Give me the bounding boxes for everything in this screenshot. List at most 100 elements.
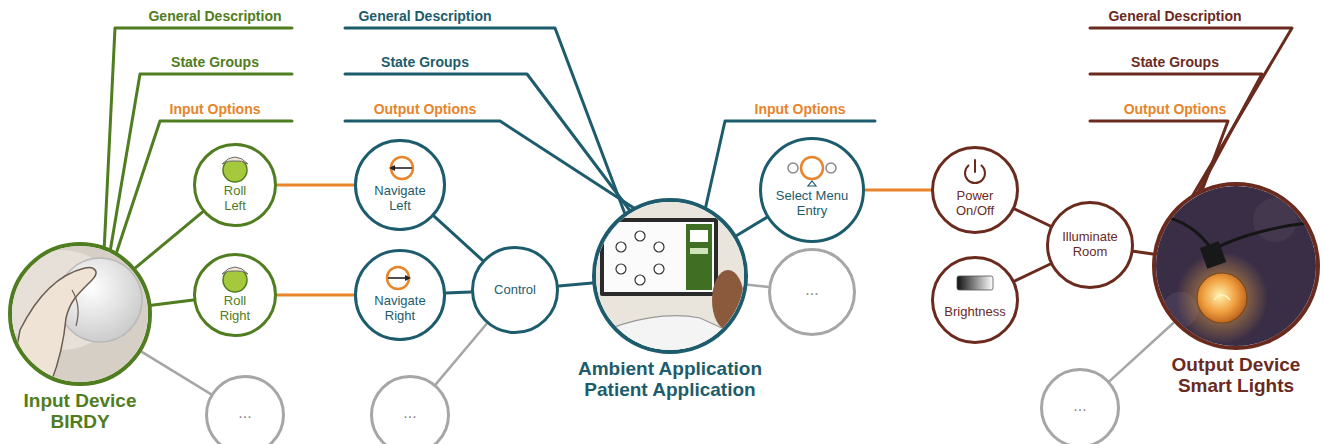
connector-line bbox=[277, 183, 354, 186]
menu-ring bbox=[616, 231, 664, 285]
node-label: ... bbox=[805, 281, 818, 299]
node-label: Roll Right bbox=[215, 294, 255, 324]
finger-line bbox=[72, 290, 78, 326]
bed bbox=[596, 316, 748, 360]
roll-left-icon bbox=[222, 157, 248, 182]
output-device-circle: Output Device Smart Lights bbox=[1152, 182, 1320, 350]
connector-line bbox=[1015, 264, 1051, 281]
arrow-shaft bbox=[393, 167, 412, 169]
bulb-glow bbox=[1176, 252, 1268, 344]
bulb bbox=[1197, 273, 1247, 323]
filament bbox=[1214, 295, 1230, 300]
label-anchor: Input Options bbox=[170, 100, 261, 118]
hand-icon bbox=[222, 267, 248, 274]
power-arc bbox=[965, 166, 985, 184]
ball-icon bbox=[223, 268, 247, 292]
leader-label: State Groups bbox=[171, 54, 259, 70]
connector-line bbox=[277, 293, 354, 296]
connector-line bbox=[737, 218, 767, 236]
focus-ring bbox=[387, 267, 409, 289]
focus-ring bbox=[391, 157, 413, 179]
connector-line bbox=[446, 292, 471, 293]
arrow-shaft bbox=[388, 277, 407, 279]
photo-ground bbox=[590, 196, 750, 356]
cord bbox=[1150, 212, 1212, 250]
birdy-ball bbox=[58, 258, 142, 342]
photo-ground bbox=[1150, 180, 1324, 360]
node-label: Navigate Left bbox=[368, 184, 432, 214]
arrow-head bbox=[405, 275, 411, 281]
node-label: Control bbox=[494, 283, 536, 298]
leader-line bbox=[104, 28, 292, 252]
state-group-circle: Control bbox=[471, 246, 559, 334]
application-circle: Ambient Application Patient Application bbox=[592, 198, 748, 354]
leader-label: Output Options bbox=[374, 101, 477, 117]
node-label: Illuminate Room bbox=[1055, 230, 1125, 260]
connector-line bbox=[865, 188, 931, 191]
roll-right-icon bbox=[222, 267, 248, 292]
connector-line bbox=[1110, 323, 1174, 382]
connector-line bbox=[151, 300, 193, 305]
leader-label: Input Options bbox=[170, 101, 261, 117]
hand bbox=[10, 268, 96, 385]
brightness-icon bbox=[957, 276, 993, 290]
label-anchor: Output Options bbox=[1124, 100, 1227, 118]
photo-light bbox=[0, 250, 120, 350]
leader-line bbox=[1090, 28, 1292, 200]
input-device-circle: Input Device BIRDY bbox=[8, 242, 152, 386]
arrow-head bbox=[389, 165, 395, 171]
output-option-circle: Navigate Left bbox=[354, 139, 445, 230]
focus-ring bbox=[801, 157, 823, 179]
state-group-circle: Illuminate Room bbox=[1046, 201, 1134, 289]
connector-line bbox=[436, 324, 487, 385]
tv-frame bbox=[600, 218, 718, 296]
tv-screen bbox=[604, 222, 714, 292]
node-heading: Input Device BIRDY bbox=[5, 391, 155, 433]
input-option-circle: Roll Right bbox=[193, 253, 277, 337]
more-circle: ... bbox=[205, 375, 285, 444]
label-anchor: General Description bbox=[1108, 7, 1241, 25]
leader-line bbox=[110, 74, 292, 252]
menu-icon bbox=[635, 275, 645, 285]
label-anchor: Input Options bbox=[755, 100, 846, 118]
label-anchor: State Groups bbox=[381, 53, 469, 71]
node-heading: Ambient Application Patient Application bbox=[565, 359, 775, 401]
more-circle: ... bbox=[768, 248, 856, 336]
menu-dot bbox=[826, 163, 836, 173]
photo-ground bbox=[0, 236, 160, 396]
node-label: ... bbox=[403, 404, 416, 422]
connector-line bbox=[748, 285, 769, 287]
more-circle: ... bbox=[1040, 368, 1120, 444]
node-label: Select Menu Entry bbox=[772, 189, 852, 219]
info-box bbox=[690, 248, 708, 254]
bulb-socket bbox=[1200, 241, 1226, 269]
menu-icon bbox=[654, 242, 664, 252]
leader-label: General Description bbox=[358, 8, 491, 24]
output-option-circle: Power On/Off bbox=[931, 146, 1019, 234]
select-marker bbox=[808, 181, 816, 186]
connector-line bbox=[559, 283, 592, 286]
input-option-circle: Select Menu Entry bbox=[759, 137, 866, 244]
label-anchor: State Groups bbox=[171, 53, 259, 71]
node-label: ... bbox=[238, 404, 251, 422]
input-option-circle: Roll Left bbox=[193, 143, 277, 227]
more-circle: ... bbox=[370, 375, 450, 444]
node-label: Power On/Off bbox=[945, 189, 1005, 219]
leader-label: Output Options bbox=[1124, 101, 1227, 117]
connector-line bbox=[141, 352, 210, 395]
hand-icon bbox=[222, 157, 248, 164]
node-label: Roll Left bbox=[215, 184, 255, 214]
birdy-photo bbox=[0, 236, 160, 396]
label-anchor: Output Options bbox=[374, 100, 477, 118]
output-option-circle: Brightness bbox=[931, 256, 1019, 344]
leader-label: General Description bbox=[1108, 8, 1241, 24]
smart-lights-photo bbox=[1150, 180, 1324, 360]
node-label: ... bbox=[1073, 397, 1086, 415]
node-label: Brightness bbox=[944, 305, 1005, 320]
leader-line bbox=[345, 28, 628, 222]
leader-label: State Groups bbox=[381, 54, 469, 70]
navigate-left-icon bbox=[389, 157, 413, 179]
select-icon bbox=[788, 157, 836, 186]
info-panel bbox=[686, 224, 712, 290]
power-bar bbox=[974, 160, 976, 172]
